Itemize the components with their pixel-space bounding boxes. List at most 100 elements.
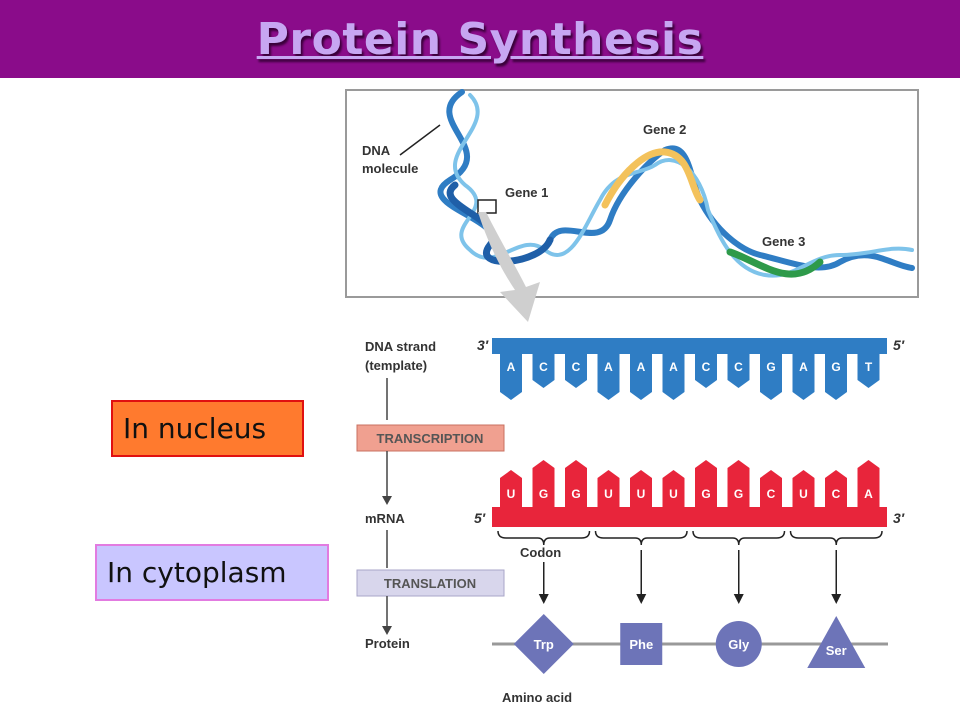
codon-arrowhead-0 — [538, 594, 549, 604]
dna-base-10 — [825, 353, 847, 400]
dna-base-letter-3: A — [604, 360, 613, 374]
codon-arrowhead-1 — [636, 594, 647, 604]
dna-base-8 — [760, 353, 782, 400]
dna-base-6 — [695, 353, 717, 388]
mrna-base-letter-0: U — [507, 487, 516, 501]
mrna-base-letter-7: G — [734, 487, 743, 501]
dna-base-4 — [630, 353, 652, 400]
gene2-label: Gene 2 — [643, 122, 686, 137]
gene1-segment — [446, 181, 554, 265]
mrna-base-letter-4: U — [637, 487, 646, 501]
mrna-base-letter-8: C — [767, 487, 776, 501]
codon-brace-2 — [692, 530, 786, 546]
helix-strand-a — [437, 89, 915, 271]
dna-strand-label-line2: (template) — [365, 358, 427, 373]
dna-helix — [437, 89, 915, 278]
translation-label: TRANSLATION — [384, 576, 476, 591]
dna-backbone — [492, 338, 887, 354]
mrna-five-prime: 5′ — [474, 510, 486, 526]
amino-acid-label-2: Gly — [728, 637, 750, 652]
dna-base-letter-11: T — [865, 360, 873, 374]
dna-base-letter-1: C — [539, 360, 548, 374]
amino-acid-shape-2 — [715, 621, 762, 667]
dna-base-letter-9: A — [799, 360, 808, 374]
dna-base-letter-6: C — [702, 360, 711, 374]
mrna-base-9 — [792, 470, 815, 508]
translation-box — [356, 569, 505, 597]
flow-arrowhead-2 — [382, 496, 392, 505]
in-cytoplasm-box: In cytoplasm — [95, 544, 329, 601]
mrna-base-letter-3: U — [604, 487, 613, 501]
dna-base-1 — [532, 353, 555, 388]
mrna-base-letter-10: C — [832, 487, 841, 501]
dna-base-letter-0: A — [507, 360, 516, 374]
mrna-base-letter-9: U — [799, 487, 808, 501]
mrna-base-2 — [565, 460, 587, 508]
codon-brace-1 — [594, 530, 688, 546]
transcription-box — [356, 424, 505, 452]
dna-base-3 — [597, 353, 620, 400]
codon-brace-3 — [789, 530, 883, 546]
gene1-label: Gene 1 — [505, 185, 548, 200]
protein-label: Protein — [365, 636, 410, 651]
amino-acid-label-1: Phe — [629, 637, 653, 652]
amino-acid-shape-1 — [620, 623, 663, 665]
dna-base-letter-8: G — [766, 360, 775, 374]
in-nucleus-label: In nucleus — [123, 412, 267, 445]
amino-acid-label-3: Ser — [826, 643, 847, 658]
mrna-base-letter-5: U — [669, 487, 678, 501]
title-bar — [0, 0, 960, 78]
mrna-base-letter-6: G — [701, 487, 710, 501]
mrna-base-letter-11: A — [864, 487, 873, 501]
mrna-base-0 — [500, 470, 522, 508]
codon-label: Codon — [520, 545, 561, 560]
dna-base-5 — [662, 353, 685, 400]
gene2-segment — [601, 148, 704, 209]
mrna-base-5 — [662, 470, 685, 508]
mrna-base-11 — [857, 460, 880, 508]
dna-base-letter-4: A — [637, 360, 646, 374]
dna-base-letter-10: G — [831, 360, 840, 374]
mrna-base-10 — [825, 470, 847, 508]
amino-acid-shape-0 — [513, 614, 574, 674]
gene3-segment — [726, 248, 824, 278]
zoom-arrow — [478, 212, 540, 322]
mrna-base-letter-2: G — [571, 487, 580, 501]
gene1-selection-box — [477, 199, 497, 214]
codon-brace-0 — [497, 530, 591, 546]
gene3-label: Gene 3 — [762, 234, 805, 249]
dna-molecule-pointer — [399, 124, 441, 156]
transcription-label: TRANSCRIPTION — [377, 431, 484, 446]
mrna-base-letter-1: G — [539, 487, 548, 501]
mrna-base-1 — [532, 460, 555, 508]
codon-arrows — [538, 550, 842, 604]
dna-five-prime: 5′ — [893, 337, 905, 353]
codon-arrowhead-3 — [831, 594, 842, 604]
codon-arrowhead-2 — [733, 594, 744, 604]
dna-molecule-label-line2: molecule — [362, 161, 418, 176]
mrna-label: mRNA — [365, 511, 405, 526]
mrna-base-7 — [727, 460, 750, 508]
dna-base-letter-7: C — [734, 360, 743, 374]
dna-base-0 — [500, 353, 522, 400]
dna-base-9 — [792, 353, 815, 400]
mrna-backbone — [492, 507, 887, 527]
amino-acid-label: Amino acid — [502, 690, 572, 705]
amino-acid-shapes: Trp Phe Gly Ser — [513, 614, 866, 674]
flow-arrowhead-4 — [382, 626, 392, 635]
dna-strand-label-line1: DNA strand — [365, 339, 436, 354]
in-cytoplasm-label: In cytoplasm — [107, 556, 287, 589]
mrna-base-8 — [760, 470, 782, 508]
in-nucleus-box: In nucleus — [111, 400, 304, 457]
dna-base-7 — [727, 353, 750, 388]
dna-base-letter-2: C — [572, 360, 581, 374]
dna-three-prime: 3′ — [477, 337, 489, 353]
codon-braces — [497, 530, 883, 546]
amino-acid-label-0: Trp — [534, 637, 554, 652]
dna-base-11 — [857, 353, 880, 388]
mrna-base-3 — [597, 470, 620, 508]
dna-base-2 — [565, 353, 587, 388]
